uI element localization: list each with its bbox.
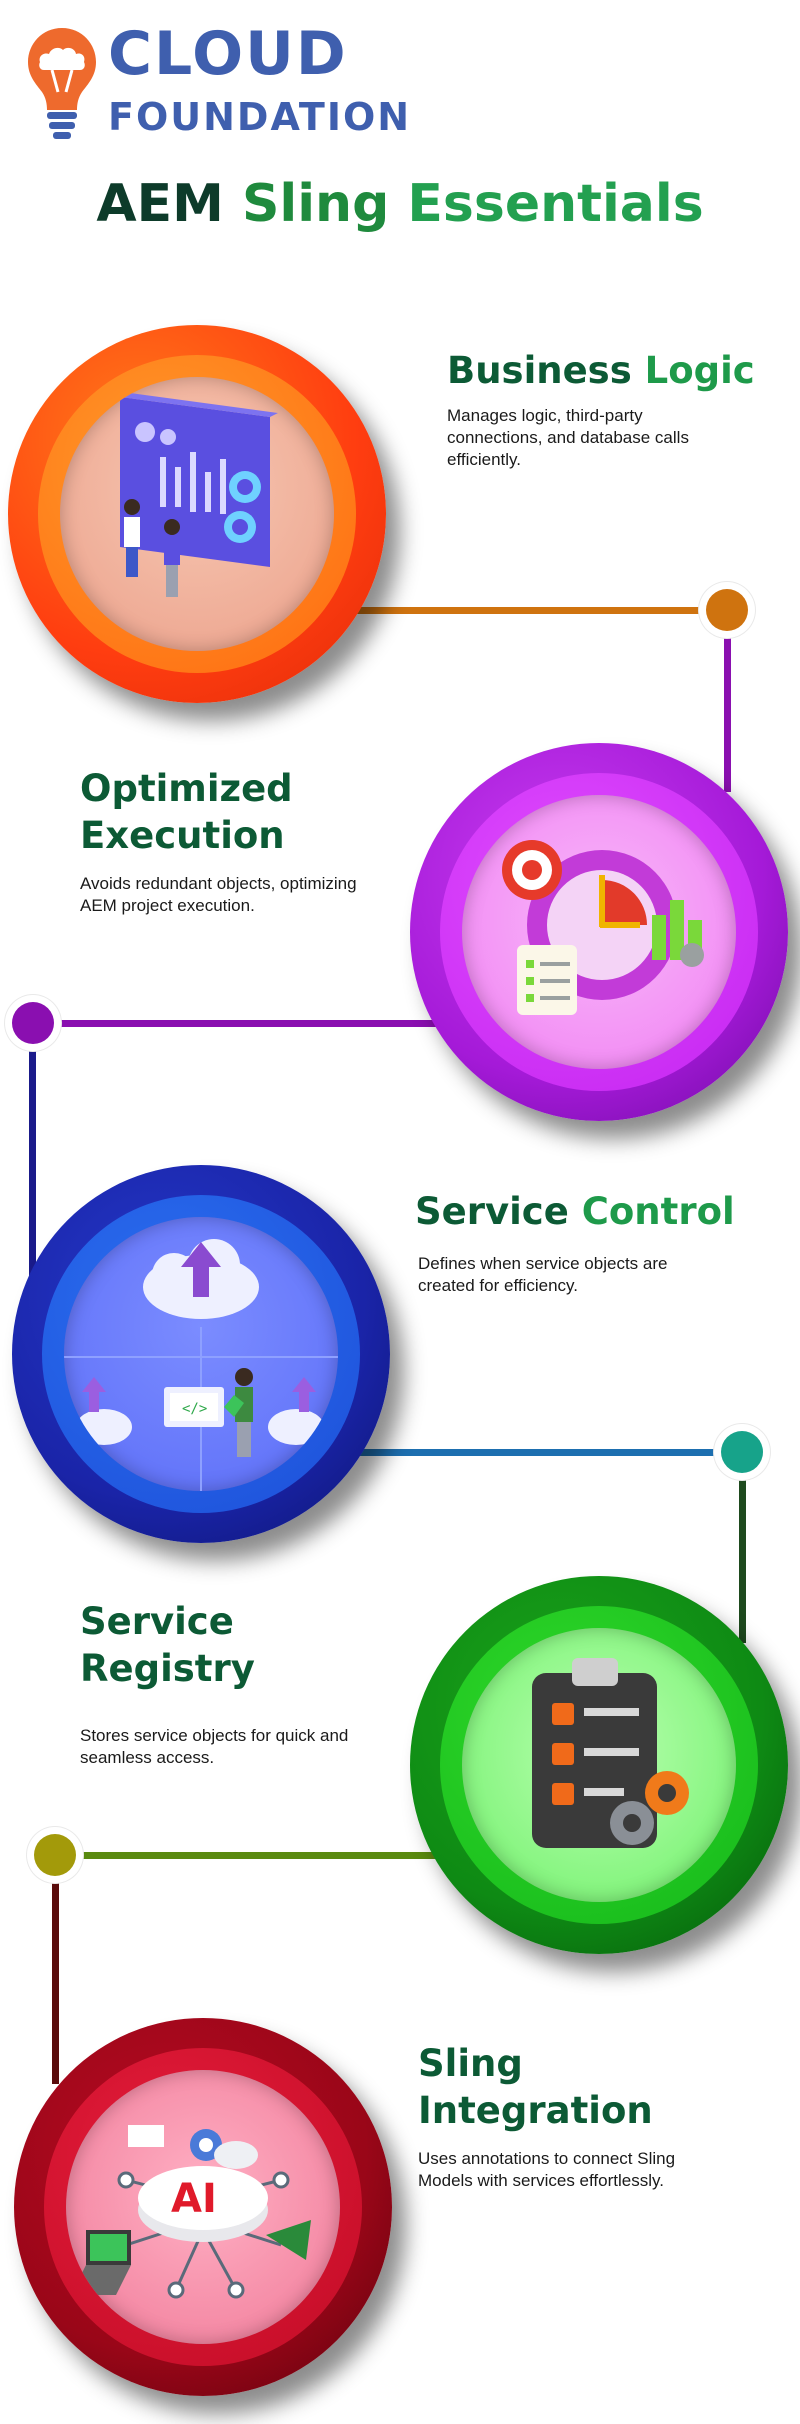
clipboard-checklist-gears-icon <box>532 1658 689 1848</box>
connector-2-horizontal <box>34 1020 454 1027</box>
timeline-dot-4 <box>34 1834 76 1876</box>
section-4-inner <box>462 1628 736 1902</box>
section-1-heading: Business Logic <box>447 349 755 392</box>
timeline-dot-3 <box>721 1431 763 1473</box>
section-3-description: Defines when service objects are created… <box>418 1254 668 1295</box>
section-1-inner <box>60 377 334 651</box>
section-3-heading: Service Control <box>415 1190 735 1233</box>
cloud-upload-network-icon: </> <box>64 1239 338 1491</box>
section-4-description: Stores service objects for quick and sea… <box>80 1726 349 1767</box>
ai-network-devices-icon: AI <box>71 2125 311 2299</box>
logo-line2: FOUNDATION <box>108 95 412 139</box>
section-5-description: Uses annotations to connect Sling Models… <box>418 2149 676 2190</box>
target-clock-checklist-icon <box>502 840 704 1015</box>
section-2-heading: Optimized Execution <box>80 767 293 858</box>
section-4-heading: Service Registry <box>80 1600 255 1691</box>
connector-1-vertical <box>724 612 731 792</box>
lightbulb-cloud-icon <box>28 28 96 139</box>
timeline-dot-1 <box>706 589 748 631</box>
timeline-dot-2 <box>12 1002 54 1044</box>
dashboard-presentation-icon <box>120 393 278 597</box>
section-2-description: Avoids redundant objects, optimizing AEM… <box>80 874 357 915</box>
section-1-description: Manages logic, third-party connections, … <box>447 406 689 469</box>
connector-4-vertical <box>52 1856 59 2084</box>
page-title: AEM Sling Essentials <box>96 174 704 234</box>
section-2-inner <box>462 795 736 1069</box>
logo-line1: CLOUD <box>108 19 348 89</box>
section-5-heading: Sling Integration <box>418 2042 653 2133</box>
svg-text:</>: </> <box>182 1401 207 1417</box>
section-5-inner: AI <box>66 2070 340 2344</box>
connector-2-vertical <box>29 1024 36 1279</box>
connector-4-horizontal <box>56 1852 456 1859</box>
section-3-inner: </> <box>64 1217 338 1491</box>
connector-3-vertical <box>739 1453 746 1643</box>
connector-1-horizontal <box>355 607 728 614</box>
svg-text:AI: AI <box>171 2176 217 2222</box>
connector-3-horizontal <box>355 1449 743 1456</box>
